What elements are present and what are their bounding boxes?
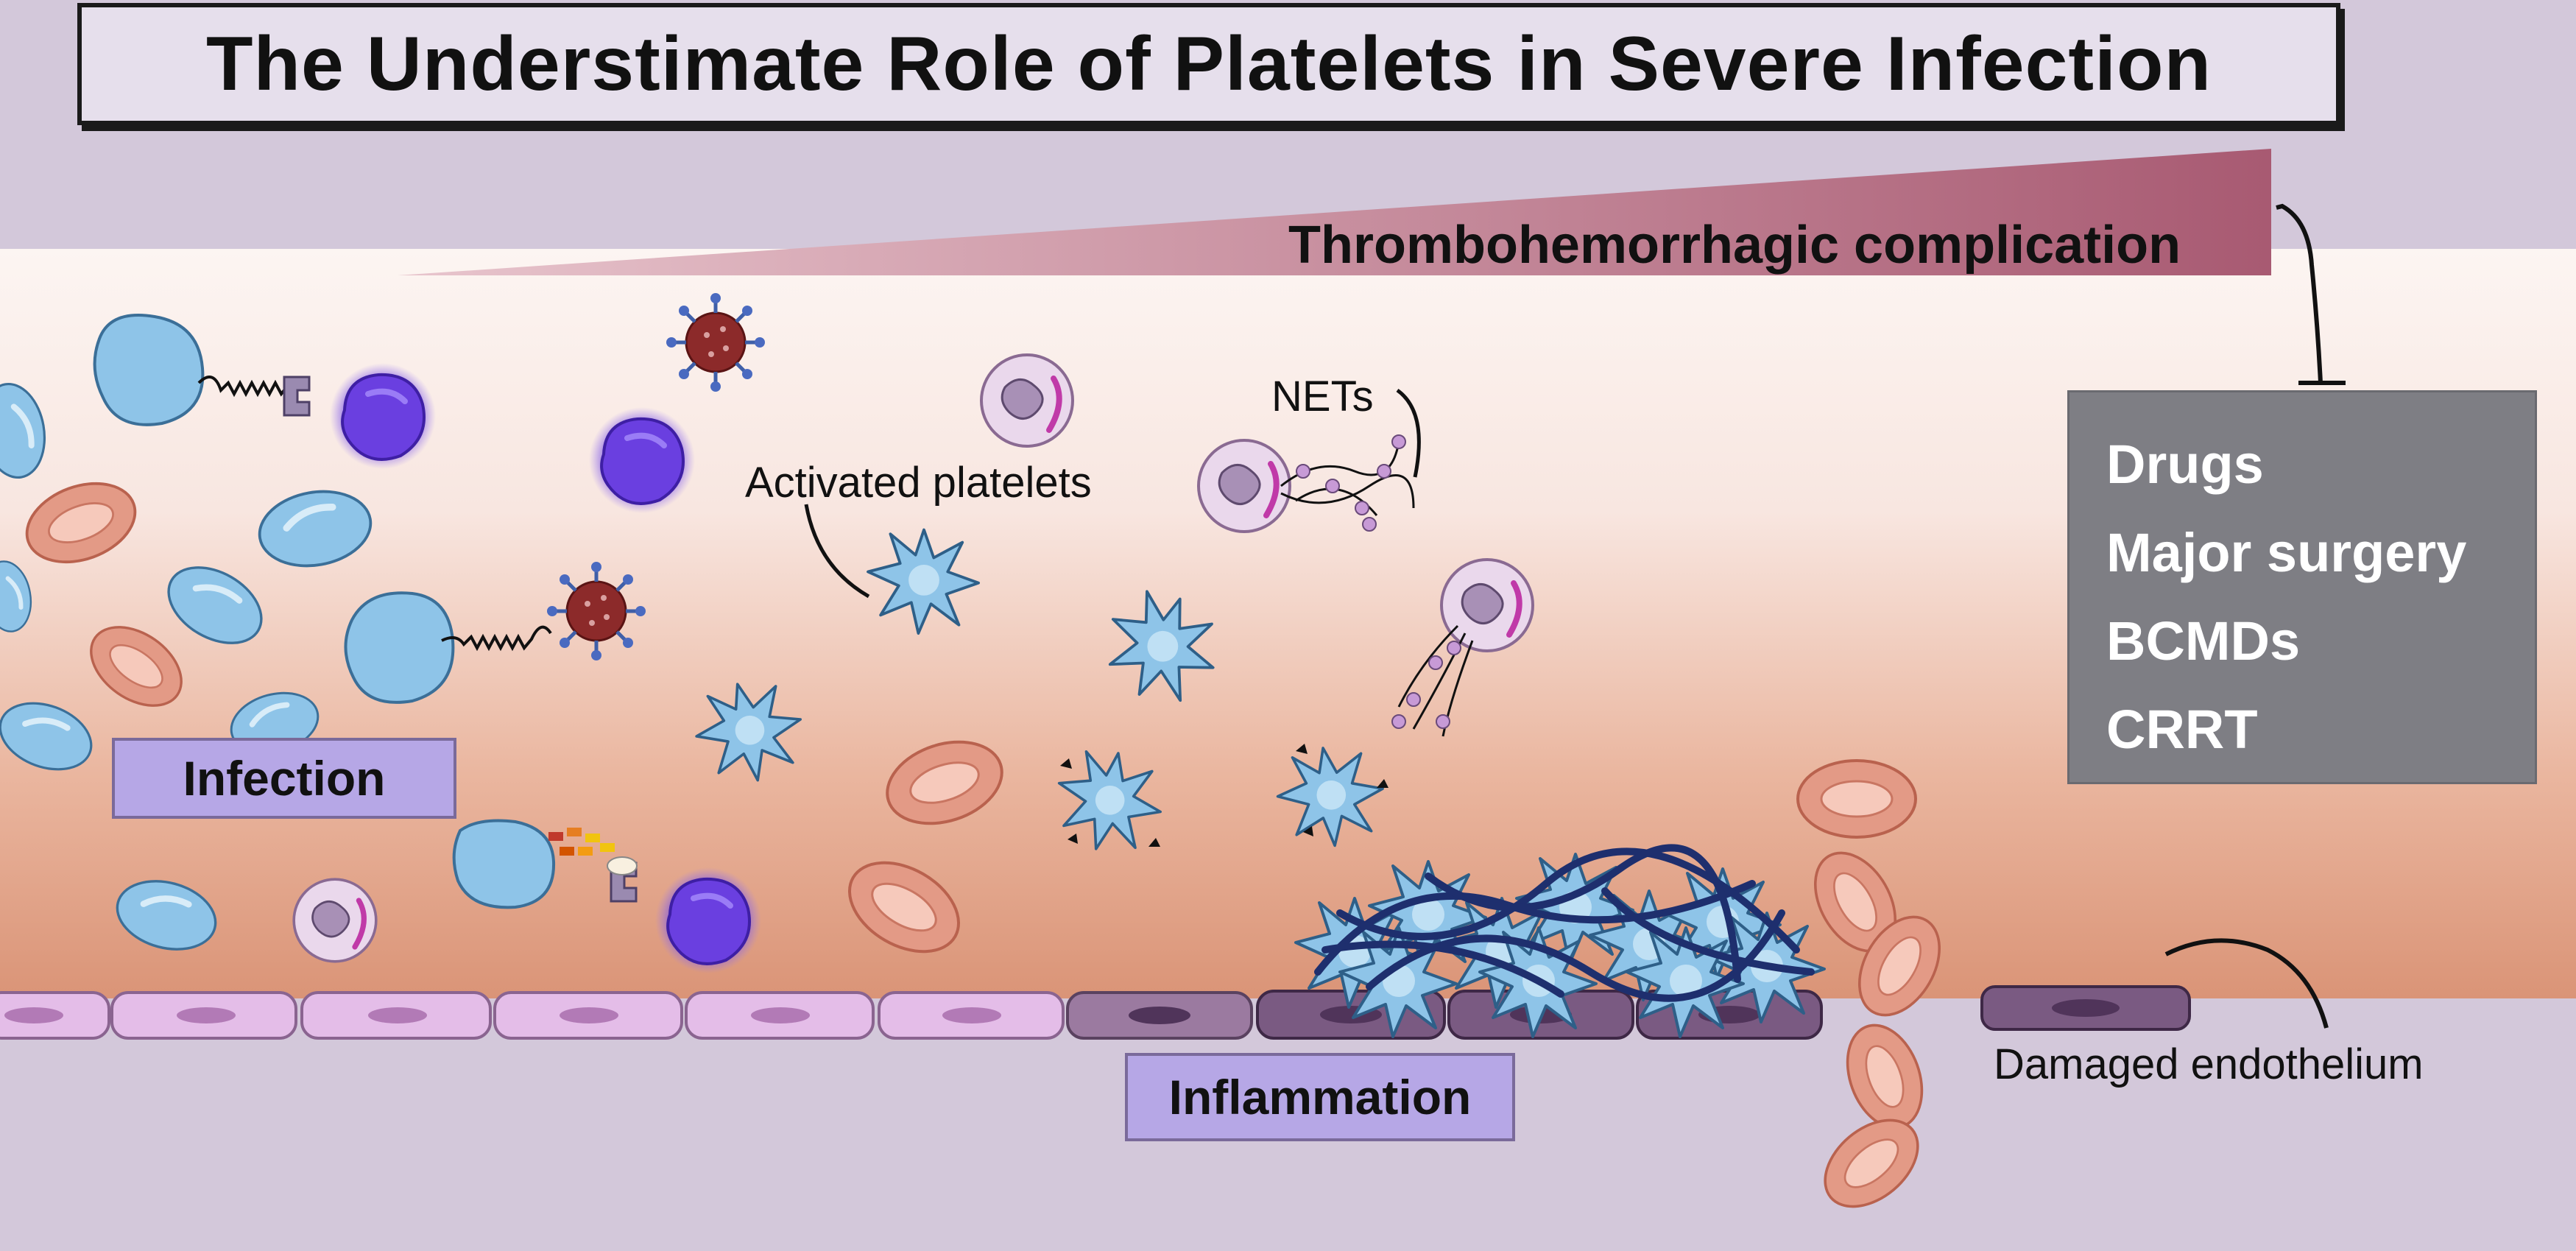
- risk-factor-drugs: Drugs: [2106, 434, 2264, 495]
- nets-beads: [1296, 434, 1461, 729]
- thrombus: [1294, 844, 1826, 1038]
- inflammation-label: Inflammation: [1125, 1053, 1515, 1141]
- platelet-receptors: [1060, 744, 1388, 847]
- risk-factor-crrt: CRRT: [2106, 699, 2258, 760]
- adhesion-tethers: [197, 376, 552, 652]
- nets-label: NETs: [1271, 373, 1374, 420]
- activated-platelets-leader: [804, 504, 870, 599]
- risk-factor-bcmds: BCMDs: [2106, 610, 2301, 672]
- granules: [548, 828, 638, 875]
- activated-platelets-label: Activated platelets: [745, 459, 1092, 507]
- nets-leader: [1396, 388, 1421, 478]
- thrombohemorrhagic-label: Thrombohemorrhagic complication: [1288, 216, 2181, 275]
- damaged-endothelium-label: Damaged endothelium: [1994, 1040, 2424, 1088]
- risk-factors-box: Drugs Major surgery BCMDs CRRT: [2067, 390, 2537, 784]
- page-title: The Understimate Role of Platelets in Se…: [77, 3, 2340, 125]
- inhibition-connector: [2276, 203, 2346, 385]
- monocytes: [93, 314, 556, 909]
- risk-factor-major-surgery: Major surgery: [2106, 522, 2467, 583]
- damaged-endothelium-leader: [2164, 938, 2329, 1029]
- thrombohemorrhagic-wedge: [398, 149, 2271, 275]
- infection-label: Infection: [112, 738, 456, 819]
